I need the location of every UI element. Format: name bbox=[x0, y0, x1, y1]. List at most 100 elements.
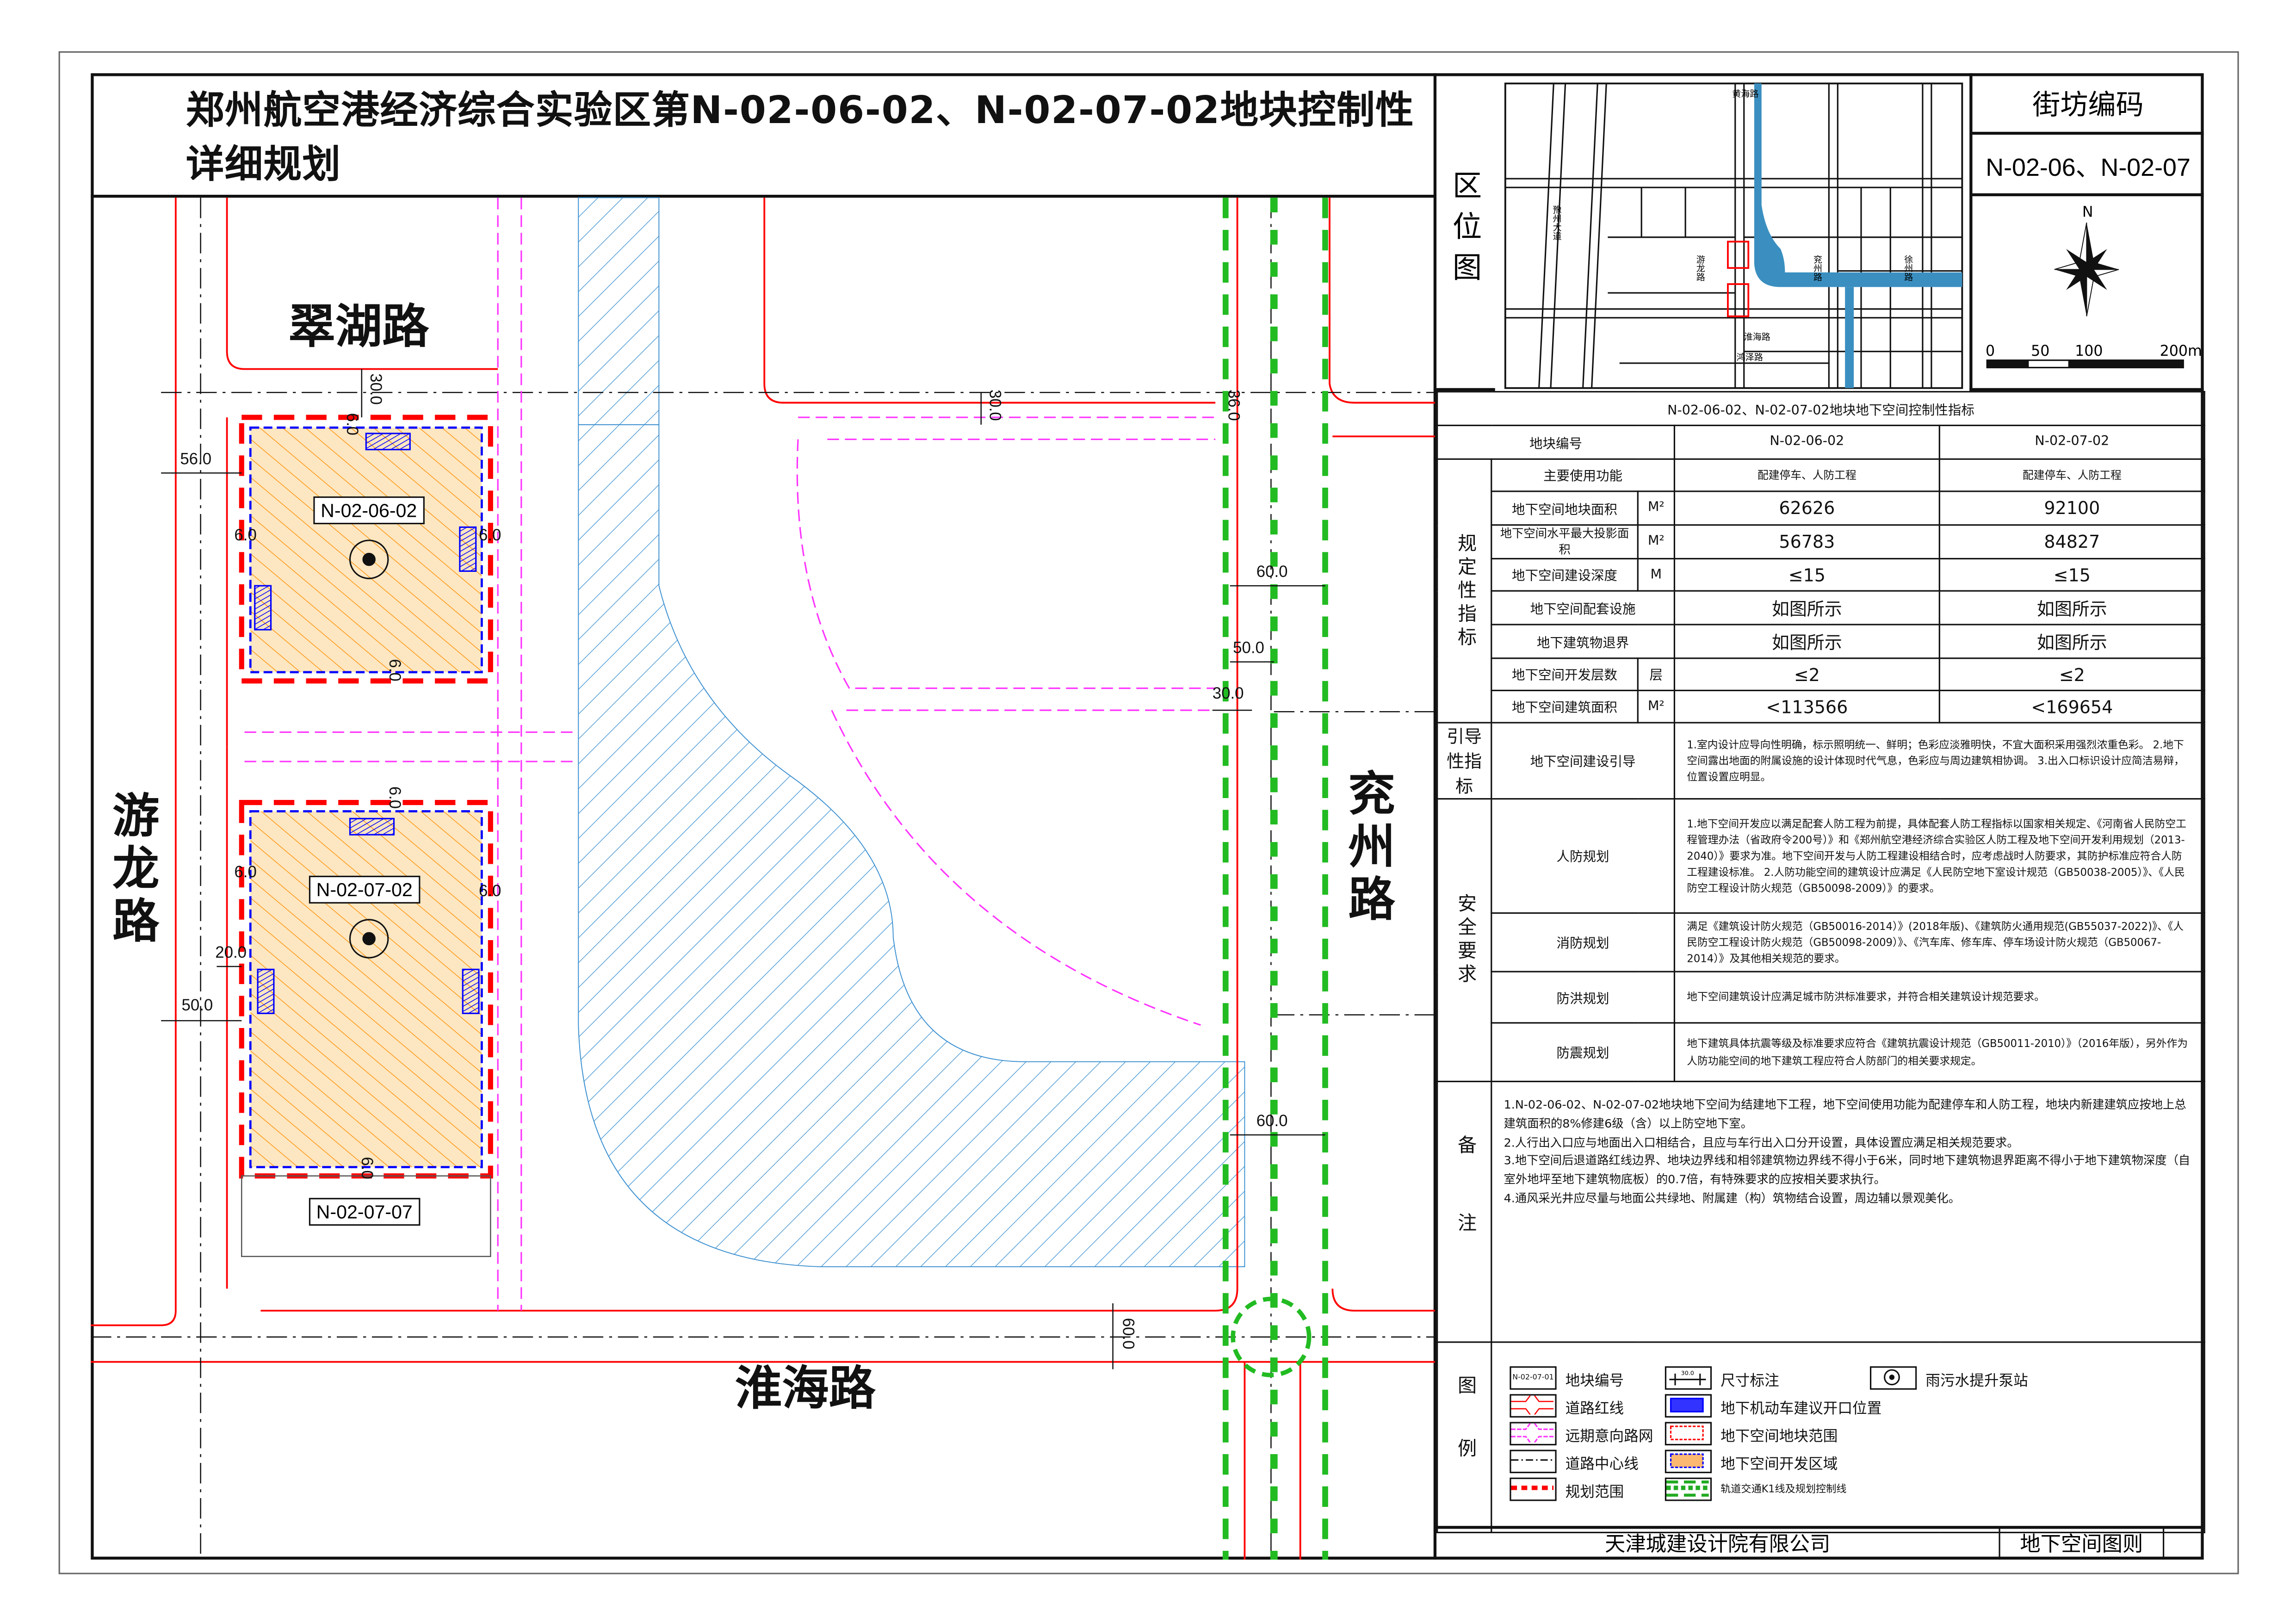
control-index-table: N-02-06-02、N-02-07-02地块地下空间控制性指标 地块编号 N-… bbox=[1436, 391, 2205, 1533]
underground-large-area bbox=[578, 424, 1245, 1267]
plot-label-n-02-07-02: N-02-07-02 bbox=[309, 875, 420, 904]
row-name: 地下空间建筑面积 bbox=[1491, 689, 1639, 724]
loc-road-label: 黄海路 bbox=[1732, 89, 1758, 99]
row-name: 地下空间水平最大投影面积 bbox=[1491, 524, 1639, 560]
legend-dim-sample: 30.0 bbox=[1681, 1369, 1694, 1376]
row-value: ≤2 bbox=[1673, 657, 1940, 691]
row-name: 地下空间建设深度 bbox=[1491, 558, 1639, 592]
dim-label: 6.0 bbox=[234, 527, 257, 545]
row-value: ≤2 bbox=[1938, 657, 2205, 691]
plot-id-swatch: N-02-07-01 bbox=[1510, 1366, 1557, 1390]
dimension-swatch: 30.0 bbox=[1665, 1366, 1712, 1390]
row-value: 84827 bbox=[1938, 524, 2205, 560]
loc-road-label: 鸿泽路 bbox=[1737, 353, 1763, 363]
row-unit: M² bbox=[1637, 689, 1675, 724]
road-name-yanzhou: 兖州路 bbox=[1341, 768, 1397, 927]
row-value: ≤15 bbox=[1673, 558, 1940, 592]
safety-name: 防洪规划 bbox=[1491, 971, 1675, 1024]
plot-n-02-07-07 bbox=[241, 1175, 491, 1258]
footer-drawing-name: 地下空间图则 bbox=[2000, 1527, 2165, 1560]
dim-label: 56.0 bbox=[180, 451, 212, 469]
row-name: 地下空间配套设施 bbox=[1491, 590, 1675, 626]
guide-text: 1.室内设计应导向性明确，标示照明统一、鲜明；色彩应淡雅明快，不宜大面积采用强烈… bbox=[1673, 722, 2205, 800]
dim-label: 50.0 bbox=[1233, 640, 1264, 658]
pump-station-icons bbox=[349, 539, 389, 959]
panel-divider bbox=[1433, 73, 1437, 1560]
plot-label-n-02-06-02: N-02-06-02 bbox=[313, 496, 425, 525]
legend-text: 规划范围 bbox=[1565, 1484, 1624, 1500]
safety-name: 人防规划 bbox=[1491, 798, 1675, 914]
dim-label: 6.0 bbox=[385, 659, 403, 681]
block-code-box: 街坊编码 N-02-06、N-02-07 N 0 50 100 200m bbox=[1969, 73, 2204, 391]
dim-label: 6.0 bbox=[385, 786, 403, 809]
roundabout bbox=[1231, 1296, 1312, 1377]
underground-hatch-area bbox=[578, 197, 660, 425]
plot-id-1: N-02-06-02 bbox=[1673, 424, 1940, 460]
rail-line-swatch bbox=[1665, 1477, 1712, 1501]
location-map: 黄海路 游龙路 兖州路 徐州路 豫州大道 淮海路 鸿泽路 bbox=[1504, 82, 1963, 389]
table-title: N-02-06-02、N-02-07-02地块地下空间控制性指标 bbox=[1436, 391, 2205, 427]
dim-label: 30.0 bbox=[985, 389, 1003, 421]
dim-label: 30.0 bbox=[1212, 685, 1244, 703]
dim-label: 60.0 bbox=[1119, 1318, 1137, 1350]
dev-area-swatch bbox=[1665, 1450, 1712, 1474]
road-name-cuihu: 翠湖路 bbox=[288, 298, 429, 354]
group-safety: 安全要求 bbox=[1436, 798, 1492, 1083]
dim-label: 6.0 bbox=[342, 413, 360, 436]
note-item: 3.地下空间后退道路红线边界、地块边界线和相邻建筑物边界线不得小于6米，同时地下… bbox=[1504, 1154, 2191, 1187]
legend-text: 尺寸标注 bbox=[1720, 1373, 1779, 1389]
row-value: 如图所示 bbox=[1938, 624, 2205, 659]
row-value: 配建停车、人防工程 bbox=[1938, 458, 2205, 492]
row-unit: 层 bbox=[1637, 657, 1675, 691]
dim-label: 20.0 bbox=[215, 944, 247, 962]
legend-text: 道路中心线 bbox=[1565, 1456, 1639, 1473]
dim-label: 30.0 bbox=[366, 373, 384, 405]
compass-and-scale: N 0 50 100 200m bbox=[1986, 204, 2202, 369]
loc-road-label: 游龙路 bbox=[1695, 254, 1705, 281]
scale-tick: 100 bbox=[2075, 343, 2103, 359]
dim-label: 50.0 bbox=[181, 997, 213, 1015]
legend-text: 地下机动车建议开口位置 bbox=[1720, 1400, 1882, 1417]
location-map-label: 区位图 bbox=[1436, 73, 1495, 391]
row-unit: M² bbox=[1637, 490, 1675, 526]
legend-text: 远期意向路网 bbox=[1565, 1428, 1653, 1445]
road-name-youlong: 游龙路 bbox=[105, 791, 161, 949]
plot-no-header: 地块编号 bbox=[1436, 424, 1675, 460]
row-value: ≤15 bbox=[1938, 558, 2205, 592]
loc-road-label: 徐州路 bbox=[1903, 254, 1913, 281]
pump-station-swatch bbox=[1869, 1366, 1917, 1390]
legend-text: 轨道交通K1线及规划控制线 bbox=[1720, 1483, 1847, 1495]
row-value: 如图所示 bbox=[1938, 590, 2205, 626]
safety-text: 1.地下空间开发应以满足配套人防工程为前提，具体配套人防工程指标以国家相关规定、… bbox=[1673, 798, 2205, 914]
row-value: <113566 bbox=[1673, 689, 1940, 724]
group-mandatory: 规定性指标 bbox=[1436, 458, 1492, 724]
loc-road-label: 淮海路 bbox=[1744, 332, 1770, 342]
note-item: 1.N-02-06-02、N-02-07-02地块地下空间为结建地下工程，地下空… bbox=[1504, 1098, 2186, 1130]
legend-text: 地块编号 bbox=[1565, 1373, 1624, 1389]
safety-text: 地下空间建筑设计应满足城市防洪标准要求，并符合相关建筑设计规范要求。 bbox=[1673, 971, 2205, 1024]
group-notes: 备注 bbox=[1436, 1080, 1492, 1343]
outer-frame bbox=[58, 51, 2239, 1574]
red-line-swatch bbox=[1510, 1394, 1557, 1418]
river bbox=[1754, 83, 1962, 287]
row-unit: M bbox=[1637, 558, 1675, 592]
note-item: 4.通风采光井应尽量与地面公共绿地、附属建（构）筑物结合设置，周边辅以景观美化。 bbox=[1504, 1192, 1961, 1205]
safety-text: 地下建筑具体抗震等级及标准要求应符合《建筑抗震设计规范（GB50011-2010… bbox=[1673, 1022, 2205, 1083]
row-value: 如图所示 bbox=[1673, 590, 1940, 626]
rail-k1-control-lines bbox=[1222, 198, 1328, 1560]
footer-divider bbox=[1436, 1526, 2204, 1529]
dev-area-n-02-06-02 bbox=[249, 426, 483, 674]
plot-range-swatch bbox=[1665, 1422, 1712, 1446]
row-name: 主要使用功能 bbox=[1491, 458, 1675, 492]
row-name: 地下空间开发层数 bbox=[1491, 657, 1639, 691]
safety-name: 消防规划 bbox=[1491, 912, 1675, 973]
plot-id-2: N-02-07-02 bbox=[1938, 424, 2205, 460]
footer-company: 天津城建设计院有限公司 bbox=[1436, 1527, 2000, 1560]
safety-text: 满足《建筑设计防火规范（GB50016-2014）》(2018年版)、《建筑防火… bbox=[1673, 912, 2205, 973]
future-road-network bbox=[244, 198, 1216, 1311]
plan-boundary-swatch bbox=[1510, 1477, 1557, 1501]
vehicle-entry-swatch bbox=[1665, 1394, 1712, 1418]
dim-label: 6.0 bbox=[357, 1157, 375, 1179]
safety-name: 防震规划 bbox=[1491, 1022, 1675, 1083]
